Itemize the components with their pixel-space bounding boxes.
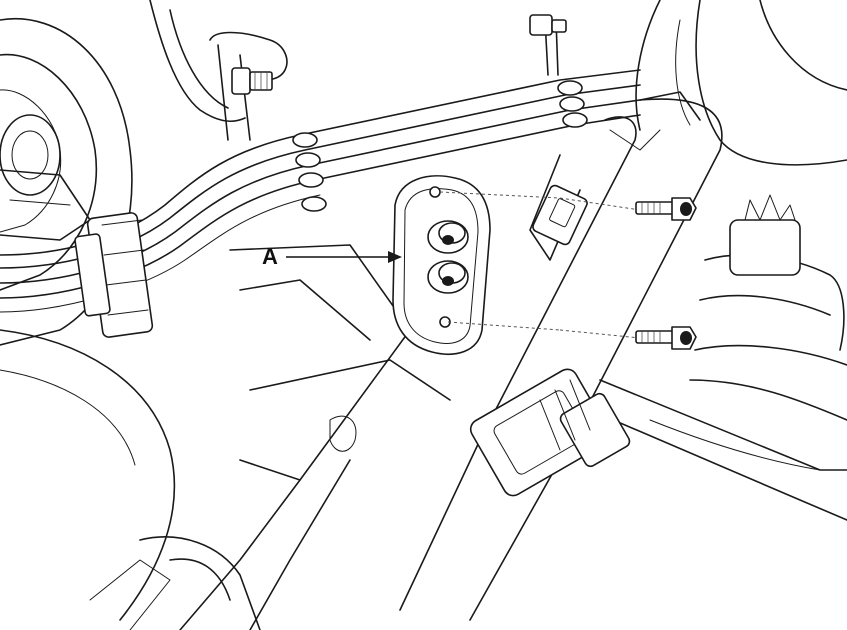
- bracket-plate-a: [392, 175, 491, 355]
- top-left-bracket: [149, 0, 288, 141]
- left-hub-assembly: [0, 18, 176, 621]
- callout-a: A: [262, 244, 402, 269]
- bolt-icon: [635, 326, 697, 350]
- alignment-guides: [439, 191, 641, 339]
- lower-connector: [469, 368, 631, 497]
- gear-housing: [589, 194, 847, 521]
- bolt-icon: [635, 197, 697, 221]
- callout-a-label: A: [262, 244, 278, 269]
- steering-shaft: [399, 91, 723, 621]
- top-center-bolt: [529, 14, 567, 76]
- bracket-bolt: [231, 67, 273, 95]
- brake-line-fittings: [292, 80, 588, 212]
- right-body-panel: [635, 0, 847, 166]
- brake-line-bundle: [0, 69, 641, 338]
